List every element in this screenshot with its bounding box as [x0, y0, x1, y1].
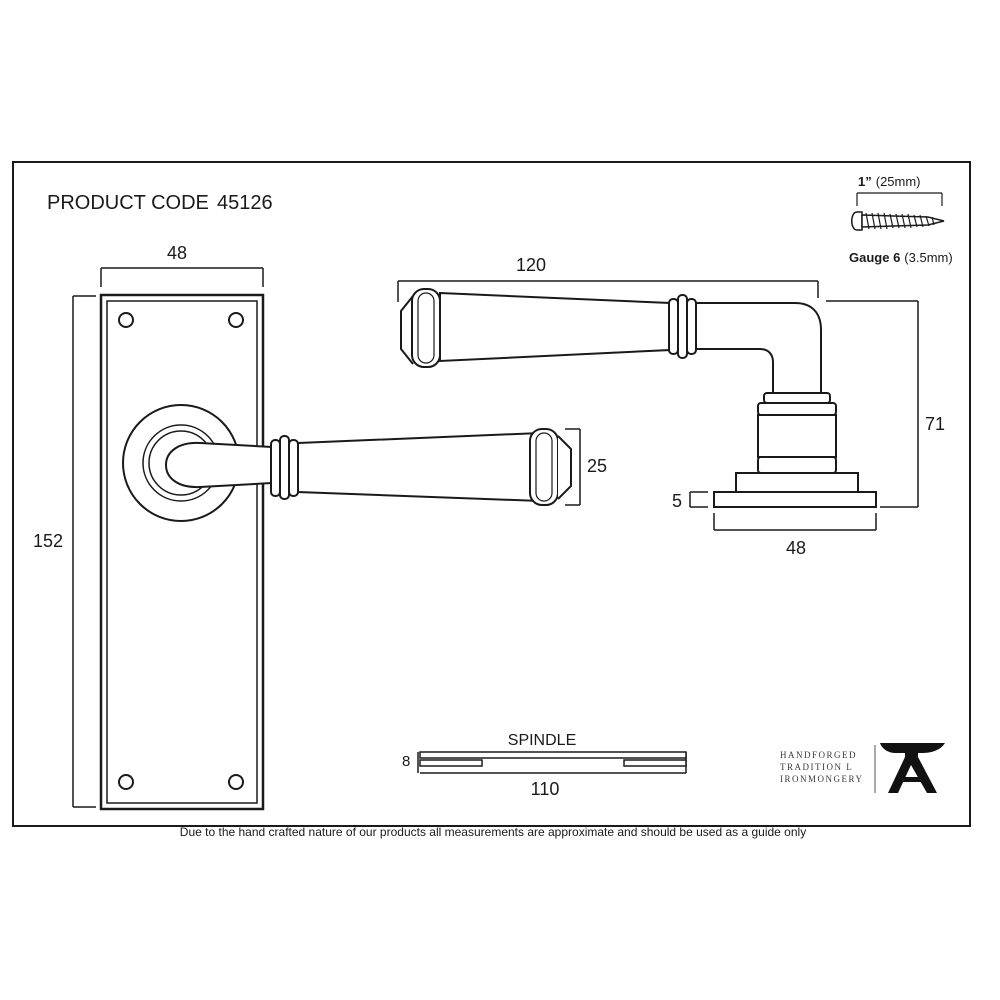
lever-collar-1: [270, 439, 281, 497]
dim-backplate-height: [72, 295, 96, 808]
spindle-slot-right: [623, 759, 687, 767]
side-rose-base: [713, 491, 877, 508]
dim-rose-thickness: [689, 491, 708, 508]
dim-backplate-height-label: 152: [33, 531, 63, 551]
spindle-slot-left: [419, 759, 483, 767]
dim-rose-diameter-label: 48: [786, 538, 806, 558]
side-stem-body: [757, 414, 837, 458]
dim-lever-length-label: 120: [516, 255, 546, 275]
dim-rose-diameter: [713, 513, 877, 531]
spindle-top-bar: [419, 751, 687, 759]
backplate-front-view: [99, 293, 572, 811]
brand-line-3: IRONMONGERY: [780, 774, 864, 784]
dim-lever-length: [397, 280, 819, 302]
side-stem-collar-mid: [757, 402, 837, 416]
spindle-diagram: [417, 751, 687, 774]
dim-projection: [826, 300, 919, 508]
lever-collar-2: [279, 435, 290, 500]
disclaimer-text: Due to the hand crafted nature of our pr…: [180, 825, 806, 839]
side-rose-step: [735, 472, 859, 493]
drawing-frame: [12, 161, 971, 827]
dim-lever-grip-label: 25: [587, 456, 607, 476]
side-collar-1: [668, 298, 679, 355]
screw-thread-icon: [865, 212, 935, 230]
brand-line-2: TRADITION L: [780, 762, 853, 772]
dim-projection-label: 71: [925, 414, 945, 434]
side-elbow: [695, 302, 822, 394]
brand-line-1: HANDFORGED: [780, 750, 857, 760]
spindle-length-label: 110: [531, 779, 560, 799]
lever-end-cap: [529, 428, 559, 506]
screw-hole-bottom-right: [228, 774, 244, 790]
spindle-size-label: 8: [402, 753, 410, 770]
screw-hole-top-right: [228, 312, 244, 328]
lever-end-cap-inner: [535, 432, 553, 502]
screw-hole-bottom-left: [118, 774, 134, 790]
lever-end-tip: [557, 435, 572, 500]
product-code-label: PRODUCT CODE: [47, 192, 209, 214]
side-stem-collar-bottom: [757, 456, 837, 474]
lever-side-view: [400, 288, 877, 508]
screw-diagram: [851, 192, 945, 231]
screw-head-icon: [851, 211, 863, 231]
dim-rose-thickness-label: 5: [672, 491, 682, 511]
side-end-cap: [411, 288, 441, 368]
lever-collar-3: [288, 439, 299, 497]
dim-backplate-width-label: 48: [167, 243, 187, 263]
screw-hole-top-left: [118, 312, 134, 328]
side-stem-collar-top: [763, 392, 831, 404]
dim-backplate-width: [100, 267, 264, 287]
side-grip: [439, 291, 671, 363]
screw-gauge-label: Gauge 6(3.5mm): [849, 250, 953, 265]
product-code-value: 45126: [217, 192, 273, 214]
side-collar-2: [677, 294, 688, 359]
backplate-bevel: [106, 300, 258, 804]
spindle-title: SPINDLE: [508, 732, 576, 749]
side-end-cap-inner: [417, 292, 435, 364]
backplate-outline: [99, 293, 265, 811]
lever-grip: [297, 431, 541, 503]
screw-length-label: 1”(25mm): [858, 174, 921, 189]
dim-lever-grip: [565, 428, 581, 506]
anvil-logo-icon: [880, 743, 945, 793]
lever-neck: [164, 441, 273, 489]
side-tip: [400, 295, 414, 365]
side-collar-3: [686, 298, 697, 355]
